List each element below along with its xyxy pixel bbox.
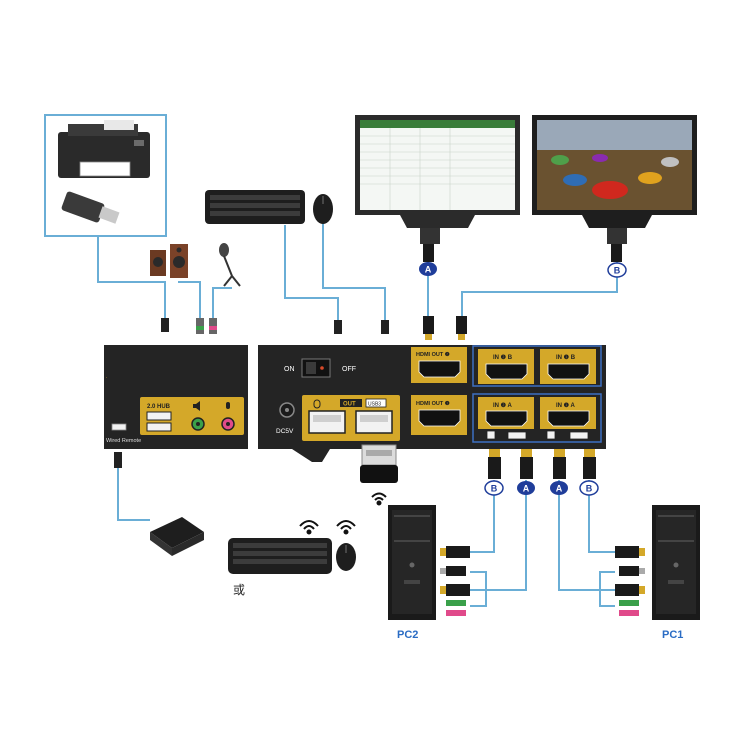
svg-text:B: B — [586, 484, 593, 494]
in-1b-label: IN ❶ B — [556, 354, 576, 361]
hdmi-out-2-port — [418, 360, 461, 378]
in-2a-usb3-port — [507, 431, 527, 440]
cable-mouse — [322, 222, 386, 320]
cable-monitor-right — [461, 262, 618, 318]
cable-pc2-b — [470, 480, 495, 553]
badge-pc2-b: B — [484, 480, 504, 496]
printer-usb-group — [44, 114, 167, 237]
cable-pc2-a — [470, 480, 527, 591]
badge-pc1-b: B — [579, 480, 599, 496]
hub-label: 2.0 HUB — [147, 404, 171, 410]
mouse-icon — [313, 194, 333, 224]
hdmi-out-1-port — [418, 409, 461, 427]
in-1a-label: IN ❶ A — [556, 402, 575, 409]
wired-remote-icon — [150, 517, 204, 556]
power-on-label: ON — [284, 366, 295, 373]
usb-out-label: OUT — [343, 402, 356, 408]
in-2a-port — [485, 410, 528, 427]
monitor-left — [355, 115, 520, 244]
svg-text:A: A — [556, 484, 563, 494]
inputs-b-frame — [472, 345, 602, 387]
printer-icon — [58, 120, 150, 178]
remote-label: Wired Remote — [106, 438, 141, 444]
cable-mic — [212, 287, 232, 318]
in-2a-usb-port — [486, 430, 496, 440]
monitor-right — [532, 115, 697, 244]
wifi-icon — [299, 520, 356, 535]
cable-pc1-a — [558, 480, 615, 591]
usb-dongle-icon — [360, 444, 398, 483]
usb-drive-icon — [61, 191, 120, 224]
cable-remote — [117, 468, 150, 521]
mic-port-icon — [226, 402, 230, 409]
cable-pc1-b — [588, 480, 615, 553]
cable-keyboard — [284, 225, 339, 320]
microphone-icon — [219, 243, 241, 287]
wireless-mouse-icon — [336, 543, 356, 571]
in-2b-port — [485, 363, 528, 380]
svg-text:A: A — [425, 265, 432, 275]
svg-text:B: B — [491, 484, 498, 494]
usb-port-1 — [146, 411, 172, 421]
speaker-icon — [150, 244, 188, 278]
side-panel-mark: . — [106, 374, 107, 380]
remote-port — [111, 423, 127, 431]
pc1-plugs — [615, 546, 645, 616]
side-panel: 2.0 HUB Wired Remote . — [104, 345, 248, 449]
badge-pc2-a: A — [517, 481, 535, 495]
in-1a-usb3-port — [569, 431, 589, 440]
hdmi-out-2-label: HDMI OUT ❷ — [416, 351, 451, 358]
kvm-switch: ON OFF DC5V OUT USB3 HDMI OUT ❷ HDMI OUT… — [258, 345, 606, 462]
pc1-label: PC1 — [662, 629, 683, 641]
power-off-label: OFF — [342, 366, 356, 373]
wireless-keyboard-icon — [228, 538, 332, 574]
svg-text:A: A — [523, 484, 530, 494]
plugs-top — [161, 244, 622, 340]
in-1a-usb-port — [546, 430, 556, 440]
cable-speaker — [178, 281, 201, 318]
pc1-tower — [652, 505, 700, 620]
badge-monitor-left: A — [419, 262, 437, 276]
keyboard-icon — [205, 190, 305, 224]
pc2-plugs — [440, 546, 470, 616]
badge-pc1-a: A — [550, 481, 568, 495]
mouse-port-icon — [313, 399, 321, 409]
pc2-label: PC2 — [397, 629, 418, 641]
or-text: 或 — [233, 583, 245, 597]
svg-text:B: B — [614, 266, 621, 276]
usb3-label: USB3 — [368, 402, 381, 408]
speaker-port-icon — [193, 401, 200, 411]
cable-pc1-bundle — [599, 571, 615, 607]
badge-monitor-right: B — [607, 262, 627, 278]
hdmi-out-1-label: HDMI OUT ❶ — [416, 400, 451, 407]
pc2-tower — [388, 505, 436, 620]
plugs-bottom — [114, 449, 596, 479]
in-1b-port — [547, 363, 590, 380]
in-2b-label: IN ❷ B — [493, 354, 513, 361]
in-1a-port — [547, 410, 590, 427]
wifi-icon — [371, 492, 387, 506]
in-2a-label: IN ❷ A — [493, 402, 512, 409]
cable-pc2-bundle — [470, 571, 487, 607]
cable-printer — [97, 236, 166, 318]
dc-label: DC5V — [276, 428, 294, 435]
usb-port-2 — [146, 422, 172, 432]
inputs-a-frame — [472, 393, 602, 443]
